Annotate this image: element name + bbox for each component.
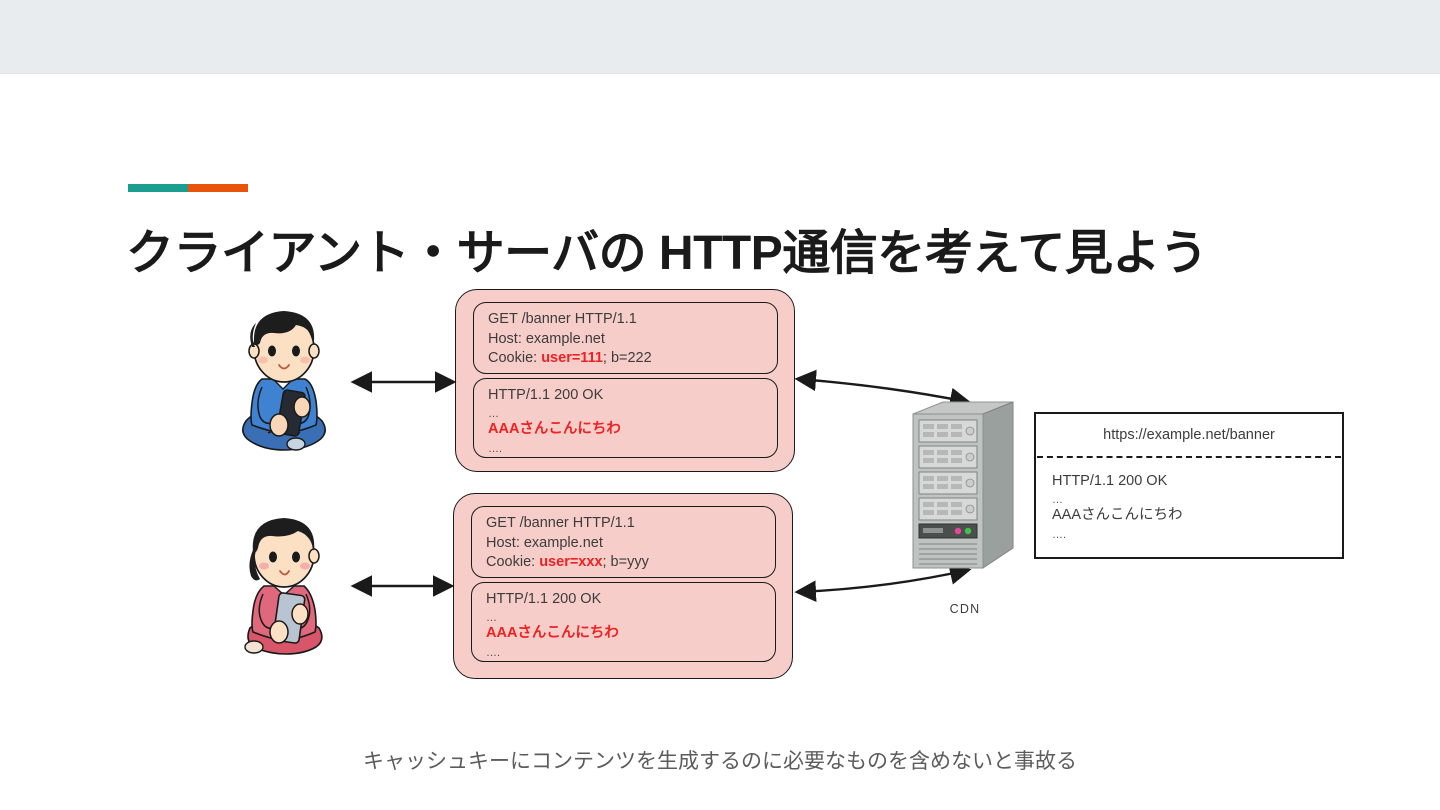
request-host: Host: example.net — [488, 330, 605, 347]
cache-url: https://example.net/banner — [1103, 427, 1275, 443]
request-line: GET /banner HTTP/1.1 — [488, 311, 637, 327]
response-box-client-2: HTTP/1.1 200 OK … AAAさんこんにちわ …. — [471, 582, 776, 662]
cache-divider — [1037, 456, 1341, 458]
cache-dots-top: … — [1052, 493, 1063, 506]
client-girl-illustration — [234, 508, 334, 665]
arrow-client-1-to-box — [350, 371, 457, 393]
response-status: HTTP/1.1 200 OK — [486, 591, 602, 607]
cookie-highlight: user=111 — [541, 350, 603, 366]
cookie-highlight: user=xxx — [539, 554, 603, 570]
request-box-client-1: GET /banner HTTP/1.1 Host: example.net C… — [473, 302, 778, 374]
request-host: Host: example.net — [486, 534, 603, 551]
cdn-label: CDN — [949, 602, 981, 616]
response-dots-top: … — [488, 407, 499, 420]
cookie-prefix: Cookie: — [488, 350, 542, 366]
cookie-prefix: Cookie: — [486, 554, 540, 570]
request-cookie: Cookie: user=xxx; b=yyy — [486, 553, 775, 573]
request-line: GET /banner HTTP/1.1 — [486, 515, 635, 531]
page-title: クライアント・サーバの HTTP通信を考えて見よう — [126, 227, 1208, 280]
slide-caption: キャッシュキーにコンテンツを生成するのに必要なものを含めないと事故る — [363, 750, 1077, 773]
arrow-box-1-to-server — [794, 369, 972, 410]
response-dots-top: … — [486, 611, 497, 624]
client-boy-illustration — [232, 303, 336, 458]
response-status: HTTP/1.1 200 OK — [488, 387, 604, 403]
response-body: AAAさんこんにちわ — [486, 624, 619, 641]
response-box-client-1: HTTP/1.1 200 OK … AAAさんこんにちわ …. — [473, 378, 778, 458]
cache-content: AAAさんこんにちわ — [1052, 506, 1183, 523]
response-body: AAAさんこんにちわ — [488, 420, 621, 437]
cache-dots-bottom: …. — [1052, 529, 1067, 541]
request-cookie: Cookie: user=111; b=222 — [488, 349, 777, 369]
cdn-server-icon — [905, 398, 1017, 579]
accent-segment-teal — [128, 184, 188, 192]
accent-segment-orange — [188, 184, 248, 192]
response-dots-bottom: …. — [488, 443, 503, 455]
top-header-bar — [0, 0, 1440, 74]
cache-status: HTTP/1.1 200 OK — [1052, 473, 1168, 489]
cache-entry-box: https://example.net/banner HTTP/1.1 200 … — [1034, 412, 1344, 559]
arrow-client-2-to-box — [350, 575, 455, 597]
title-accent-bar — [128, 184, 248, 192]
arrow-box-2-to-server — [794, 563, 972, 602]
cookie-suffix: ; b=yyy — [602, 554, 649, 570]
request-box-client-2: GET /banner HTTP/1.1 Host: example.net C… — [471, 506, 776, 578]
cache-body: HTTP/1.1 200 OK … AAAさんこんにちわ …. — [1036, 458, 1342, 541]
cookie-suffix: ; b=222 — [602, 350, 652, 366]
response-dots-bottom: …. — [486, 647, 501, 659]
